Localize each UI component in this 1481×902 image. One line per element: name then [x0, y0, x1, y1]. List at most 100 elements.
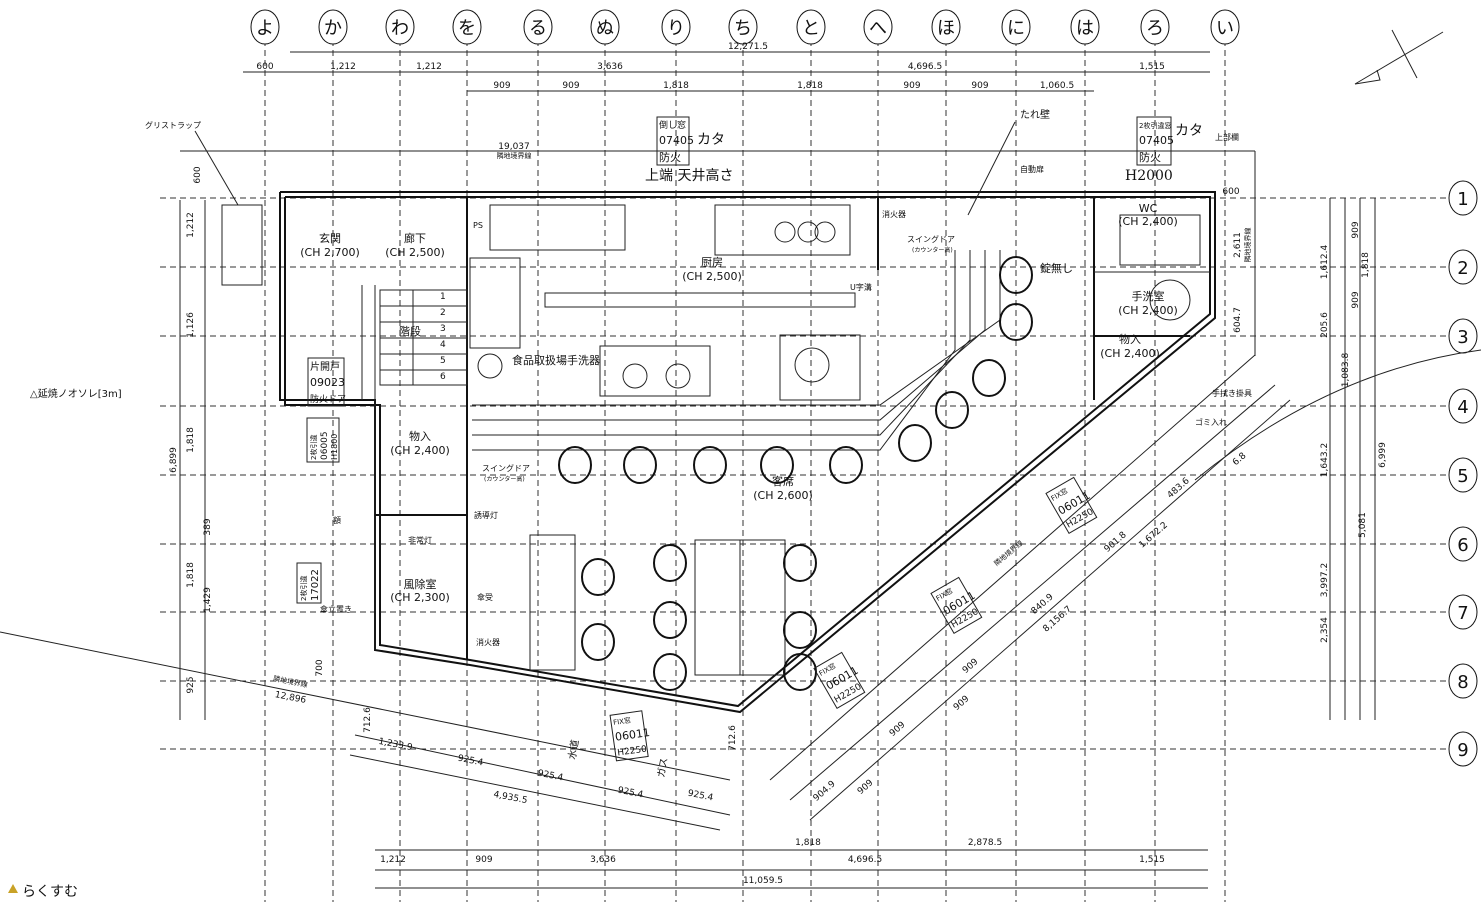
label-hand-washer: 食品取扱場手洗器: [512, 353, 600, 367]
label-auto-door: 自動扉: [1020, 164, 1044, 174]
grid-column-label: ろ: [1146, 18, 1164, 39]
grid-column-label: へ: [869, 18, 887, 39]
tag-w2-type: 2枚引違窓: [1139, 121, 1171, 130]
dimension-value: 909: [493, 81, 510, 91]
tag-d2-h: H1800: [330, 434, 339, 460]
room-seating: 客席: [772, 474, 794, 488]
dimension-value: 925.4: [617, 786, 644, 801]
dimension-value: 1,818: [663, 81, 689, 91]
label-no-lock: 錠無し: [1040, 261, 1073, 275]
dimension-value: 11,059.5: [743, 876, 783, 886]
dimension-value: 909: [475, 855, 492, 865]
north-arrow-icon: [1354, 29, 1444, 85]
dimension-value: 909: [952, 694, 972, 713]
grid-column-bubble: [796, 9, 826, 45]
tag-d3-type: 2枚引違: [299, 576, 308, 601]
grid-row-bubble: [1448, 249, 1478, 285]
label-emergency-light: 非常灯: [408, 535, 432, 545]
grid-bubbles: よかわをるぬりちとへほにはろい123456789: [250, 9, 1478, 767]
boundary-label: 隣地境界線: [992, 538, 1025, 567]
label-umbrella: 傘受: [477, 592, 493, 602]
grid-row-label: 5: [1457, 466, 1468, 487]
dimension-value: 1,233.9: [378, 737, 414, 753]
dimension-value: 3,997.2: [1320, 563, 1330, 597]
stool: [999, 303, 1033, 341]
grid-row-bubble: [1448, 594, 1478, 630]
stool: [653, 601, 687, 639]
room-kitchen-ch: (CH 2,500): [682, 270, 742, 283]
handwritten-upper-end: 上端 天井高さ: [645, 167, 733, 184]
stool: [898, 424, 932, 462]
grid-row-label: 1: [1457, 189, 1468, 210]
grid-column-label: い: [1216, 18, 1234, 39]
grid-column-label: は: [1076, 18, 1094, 39]
grid-column-label: り: [667, 18, 685, 39]
grid-column-bubble: [523, 9, 553, 45]
grid-column-label: る: [529, 18, 547, 39]
dimension-value: 205.6: [1320, 312, 1330, 338]
dimension-value: 909: [1351, 291, 1361, 308]
grid-row-bubble: [1448, 457, 1478, 493]
grid-column-label: に: [1007, 18, 1025, 39]
room-kitchen: 厨房: [701, 256, 723, 269]
dimension-value: 2,611: [1233, 232, 1243, 258]
dimension-value: 4,935.5: [493, 790, 529, 806]
grid-column-label: ぬ: [596, 18, 614, 39]
stair-step: 6: [440, 372, 446, 382]
grid-column-label: ほ: [937, 18, 955, 39]
grid-row-label: 7: [1457, 603, 1468, 624]
dimension-value: 1,818: [1361, 252, 1371, 278]
dimension-value: 1,212: [380, 855, 406, 865]
room-windbreak: 風除室: [404, 577, 437, 591]
dimension-value: 4,696.5: [848, 855, 882, 865]
grid-column-bubble: [1070, 9, 1100, 45]
logo-icon: [8, 884, 18, 893]
dimension-value: 712.6: [363, 707, 373, 733]
stair-step: 5: [440, 356, 446, 366]
dimension-value: 604.7: [1233, 307, 1243, 333]
label-water: 水道: [565, 739, 581, 761]
dimension-value: 1,612.4: [1320, 245, 1330, 280]
label-frame: 額: [333, 515, 341, 525]
stool: [760, 446, 794, 484]
room-wc-ch: (CH 2,400): [1118, 215, 1178, 228]
stool: [935, 391, 969, 429]
stool: [653, 653, 687, 691]
dimension-value: 600: [256, 62, 273, 72]
dimension-value: 2,878.5: [968, 838, 1002, 848]
label-guide-light: 誘導灯: [474, 510, 498, 520]
grid-column-bubble: [728, 9, 758, 45]
room-washroom-ch: (CH 2,400): [1118, 304, 1178, 317]
boundary-label: 隣地境界線: [497, 151, 532, 160]
dimension-value: 12,271.5: [728, 42, 768, 52]
room-seating-ch: (CH 2,600): [753, 489, 813, 502]
tag-f1-h: H2250: [617, 745, 648, 759]
label-ps: PS: [473, 221, 483, 230]
grid-row-bubble: [1448, 731, 1478, 767]
dimension-value: 840.9: [1030, 592, 1056, 617]
dimension-value: 700: [315, 659, 325, 676]
logo: らくすむ: [8, 884, 78, 900]
label-umbrella-stand: 傘立置き: [320, 604, 352, 614]
dimension-value: 1,126: [186, 312, 196, 338]
room-stairs: 階段: [399, 324, 421, 338]
grid-column-label: ち: [734, 18, 752, 39]
room-entrance: 玄関: [319, 231, 341, 245]
dimension-value: 925.4: [537, 769, 564, 784]
dimension-value: 600: [193, 166, 203, 183]
dimension-value: 1,515: [1139, 855, 1165, 865]
dimension-value: 712.6: [728, 725, 738, 751]
dimension-value: 6,899: [169, 447, 179, 473]
room-storage: 物入: [409, 429, 431, 443]
tag-d1-type: 片開戸: [310, 360, 340, 373]
label-swing-door-2-sub: (カウンター高): [484, 475, 525, 483]
label-extinguisher: 消火器: [882, 209, 906, 219]
grid-column-bubble: [590, 9, 620, 45]
label-trash: ゴミ入れ: [1195, 417, 1227, 427]
stool: [581, 558, 615, 596]
label-extinguisher-2: 消火器: [476, 637, 500, 647]
dimension-value: 1,212: [416, 62, 442, 72]
grid-column-bubble: [661, 9, 691, 45]
grid-column-bubble: [1140, 9, 1170, 45]
